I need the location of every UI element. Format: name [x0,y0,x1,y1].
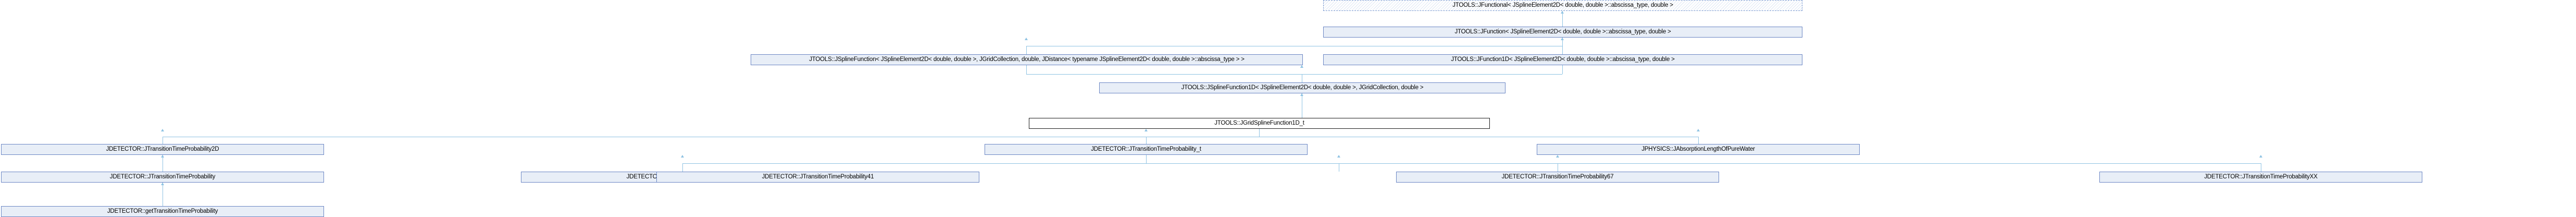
edge-segment-horizontal [1146,163,2261,164]
graph-node[interactable]: JDETECTOR::JTransitionTimeProbability_t [985,144,1308,155]
edge-segment-horizontal [682,163,1146,164]
edge-arrowhead [161,183,164,185]
edge-segment-vertical [1562,38,1563,54]
graph-node-label: JTOOLS::JSplineFunction1D< JSplineElemen… [1181,85,1424,91]
edge-segment-horizontal [1026,74,1302,75]
edge-segment-vertical [682,163,683,172]
edge-arrowhead [1300,65,1303,68]
graph-node-label: JPHYSICS::JAbsorptionLengthOfPureWater [1641,146,1755,152]
graph-node-label: JDETECTOR::JTransitionTimeProbability41 [762,174,874,180]
graph-node[interactable]: JDETECTOR::getTransitionTimeProbability [1,206,324,217]
graph-node-label: JTOOLS::JGridSplineFunction1D_t [1214,120,1304,126]
graph-node-label: JTOOLS::JFunctional< JSplineElement2D< d… [1452,2,1673,8]
graph-node[interactable]: JDETECTOR::JTransitionTimeProbability41 [656,172,979,183]
edge-arrowhead [1337,155,1340,158]
graph-node[interactable]: JPHYSICS::JAbsorptionLengthOfPureWater [1537,144,1860,155]
graph-node[interactable]: JTOOLS::JFunction< JSplineElement2D< dou… [1323,27,1802,38]
graph-node-label: JDETECTOR::getTransitionTimeProbability [107,208,218,214]
graph-node-label: JTOOLS::JFunction1D< JSplineElement2D< d… [1451,56,1675,63]
graph-node-label: JDETECTOR::JTransitionTimeProbability [109,174,216,180]
edge-arrowhead [1561,38,1564,40]
graph-node[interactable]: JTOOLS::JFunction1D< JSplineElement2D< d… [1323,54,1802,65]
graph-node[interactable]: JDETECTOR::JTransitionTimeProbabilityXX [2099,172,2422,183]
graph-node-label: JDETECTOR::JTransitionTimeProbabilityXX [2204,174,2318,180]
edge-arrowhead [681,155,684,158]
edge-arrowhead [1025,38,1028,40]
edge-segment-vertical [1146,155,1147,163]
graph-node-label: JTOOLS::JSplineFunction< JSplineElement2… [809,56,1245,63]
edge-segment-vertical [1026,46,1027,54]
graph-node[interactable]: JTOOLS::JGridSplineFunction1D_t [1029,118,1490,129]
edge-segment-vertical [1562,11,1563,27]
graph-node[interactable]: JTOOLS::JSplineFunction< JSplineElement2… [751,54,1303,65]
graph-node[interactable]: JDETECTOR::JTransitionTimeProbability [1,172,324,183]
edge-segment-vertical [1146,137,1147,144]
edge-segment-vertical [1259,129,1260,137]
graph-node[interactable]: JTOOLS::JFunctional< JSplineElement2D< d… [1323,0,1802,11]
edge-arrowhead [1556,155,1559,158]
edge-arrowhead [1300,93,1303,96]
graph-node-label: JDETECTOR::JTransitionTimeProbability67 [1501,174,1614,180]
graph-node[interactable]: JDETECTOR::JTransitionTimeProbability67 [1396,172,1719,183]
edge-segment-horizontal [1302,74,1562,75]
graph-node[interactable]: JDETECTOR::JTransitionTimeProbability2D [1,144,324,155]
edge-arrowhead [1561,11,1564,14]
edge-arrowhead [161,155,164,158]
graph-node-label: JTOOLS::JFunction< JSplineElement2D< dou… [1454,29,1671,35]
edge-arrowhead [1144,129,1148,131]
graph-node[interactable]: JTOOLS::JSplineFunction1D< JSplineElemen… [1099,82,1505,93]
edge-arrowhead [2259,155,2262,158]
edge-segment-vertical [1026,65,1027,74]
edge-arrowhead [161,129,164,131]
graph-node-label: JDETECTOR::JTransitionTimeProbability2D [106,146,219,152]
edge-segment-vertical [1562,65,1563,74]
edge-segment-vertical [1698,137,1699,144]
edge-arrowhead [1697,129,1700,131]
graph-node-label: JDETECTOR::JTransitionTimeProbability_t [1091,146,1201,152]
